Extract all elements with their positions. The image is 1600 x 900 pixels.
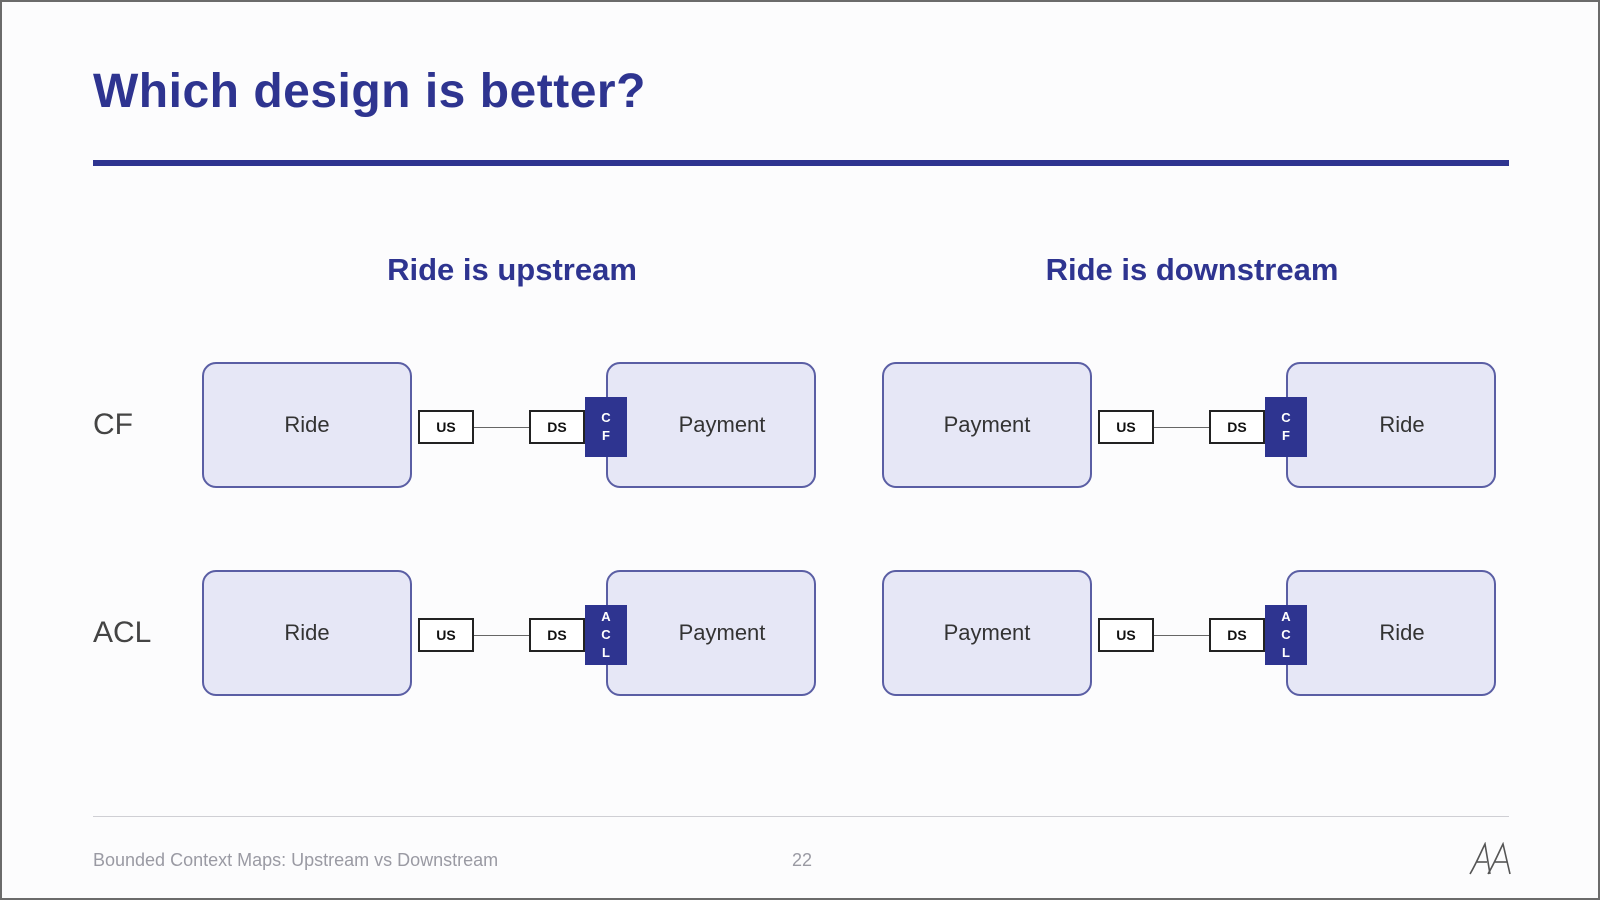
relationship-line [1154, 427, 1209, 428]
page-number: 22 [792, 850, 813, 870]
pattern-letter: A [1281, 609, 1291, 624]
footer-title: Bounded Context Maps: Upstream vs Downst… [93, 850, 499, 870]
context-label: Payment [943, 412, 1031, 437]
relationship-line [474, 635, 529, 636]
context-box-left: Ride [202, 570, 412, 696]
context-label: Ride [284, 412, 330, 437]
pattern-letter: C [601, 410, 611, 425]
context-box-right: Payment [606, 362, 816, 488]
us-tag: US [418, 618, 474, 652]
context-box-right: Payment [606, 570, 816, 696]
ds-tag: DS [529, 618, 585, 652]
column-heading-downstream: Ride is downstream [1045, 252, 1339, 287]
row-label-cf: CF [93, 408, 133, 441]
acl-pattern-badge: A C L [1265, 605, 1307, 665]
pattern-letter: L [1282, 645, 1290, 660]
context-label: Ride [1379, 412, 1425, 437]
context-box-left: Payment [882, 570, 1092, 696]
context-box-right: Ride [1286, 362, 1496, 488]
conformist-pattern-badge: C F [585, 397, 627, 457]
aa-logo-icon [1468, 841, 1512, 876]
pattern-letter: L [602, 645, 610, 660]
ds-tag: DS [1209, 410, 1265, 444]
title-divider [93, 160, 1509, 166]
pattern-letter: F [602, 428, 610, 443]
pattern-letter: C [1281, 410, 1291, 425]
context-box-left: Ride [202, 362, 412, 488]
conformist-pattern-badge: C F [1265, 397, 1307, 457]
context-label: Payment [943, 620, 1031, 645]
us-tag: US [1098, 618, 1154, 652]
row-label-acl: ACL [93, 616, 152, 649]
context-label: Ride [284, 620, 330, 645]
page-title: Which design is better? [93, 65, 646, 118]
acl-pattern-badge: A C L [585, 605, 627, 665]
relationship-line [1154, 635, 1209, 636]
us-tag: US [1098, 410, 1154, 444]
pattern-letter: A [601, 609, 611, 624]
context-label: Payment [678, 412, 766, 437]
context-label: Payment [678, 620, 766, 645]
pattern-letter: F [1282, 428, 1290, 443]
us-tag: US [418, 410, 474, 444]
ds-tag: DS [529, 410, 585, 444]
ds-tag: DS [1209, 618, 1265, 652]
column-heading-upstream: Ride is upstream [387, 252, 637, 287]
context-box-right: Ride [1286, 570, 1496, 696]
pattern-letter: C [1281, 627, 1291, 642]
footer-divider [93, 816, 1509, 817]
relationship-line [474, 427, 529, 428]
context-label: Ride [1379, 620, 1425, 645]
context-box-left: Payment [882, 362, 1092, 488]
pattern-letter: C [601, 627, 611, 642]
